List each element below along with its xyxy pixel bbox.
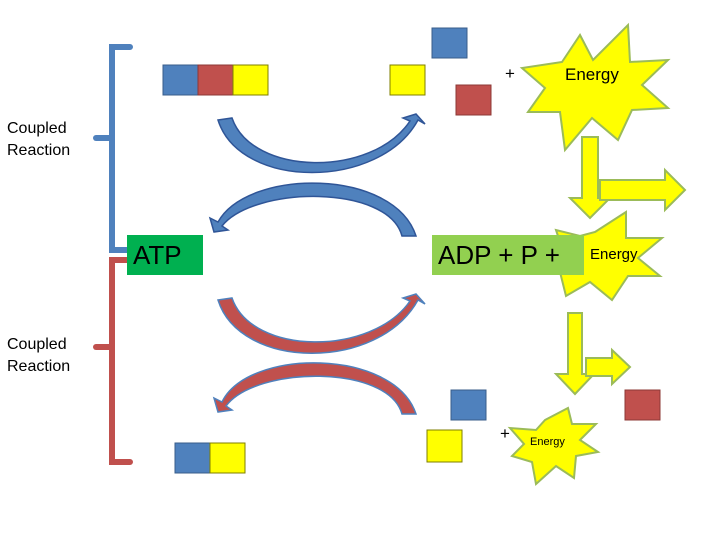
- top-product-yellow-square: [389, 64, 426, 96]
- bottom-curve-right-arrow: [217, 293, 426, 354]
- top-molecule-red-square: [197, 64, 234, 96]
- top-molecule-yellow-square: [232, 64, 269, 96]
- coupled-reaction-top-label: Coupled Reaction: [7, 118, 70, 162]
- top-product-blue-square: [431, 27, 468, 59]
- top-curve-left-arrow: [208, 182, 418, 237]
- bottom-molecule-blue-square: [174, 442, 211, 474]
- bottom-energy-starburst: [507, 406, 601, 486]
- coupled-bottom-line2: Reaction: [7, 358, 71, 375]
- top-bracket: [109, 44, 133, 253]
- bottom-product-red-square: [624, 389, 661, 421]
- top-curve-right-arrow: [217, 113, 426, 174]
- top-right-arrow: [599, 167, 687, 213]
- top-molecule-blue-square: [162, 64, 199, 96]
- bottom-product-blue-square: [450, 389, 487, 421]
- bottom-down-arrow: [553, 312, 597, 396]
- bottom-curve-left-arrow: [212, 362, 418, 415]
- energy-top-label: Energy: [565, 65, 619, 84]
- atp-box: ATP: [127, 235, 203, 275]
- top-energy-starburst: [519, 22, 671, 153]
- energy-bottom-label: Energy: [530, 436, 565, 448]
- bottom-right-arrow: [585, 347, 632, 387]
- coupled-bottom-line1: Coupled: [7, 336, 67, 353]
- coupled-reaction-bottom-label: Coupled Reaction: [7, 334, 70, 378]
- bottom-molecule-yellow-square: [209, 442, 246, 474]
- plus-bottom: +: [500, 424, 510, 443]
- top-product-red-square: [455, 84, 492, 116]
- bottom-product-yellow-square: [426, 429, 463, 463]
- coupled-top-line2: Reaction: [7, 142, 71, 159]
- plus-top: +: [505, 64, 515, 83]
- adp-p-label: ADP + P +: [438, 239, 560, 270]
- energy-mid-label: Energy: [590, 246, 638, 263]
- bottom-bracket: [109, 257, 133, 465]
- atp-label: ATP: [133, 239, 182, 270]
- coupled-top-line1: Coupled: [7, 120, 67, 137]
- top-down-arrow: [567, 136, 613, 220]
- adp-p-box: ADP + P +: [432, 235, 584, 275]
